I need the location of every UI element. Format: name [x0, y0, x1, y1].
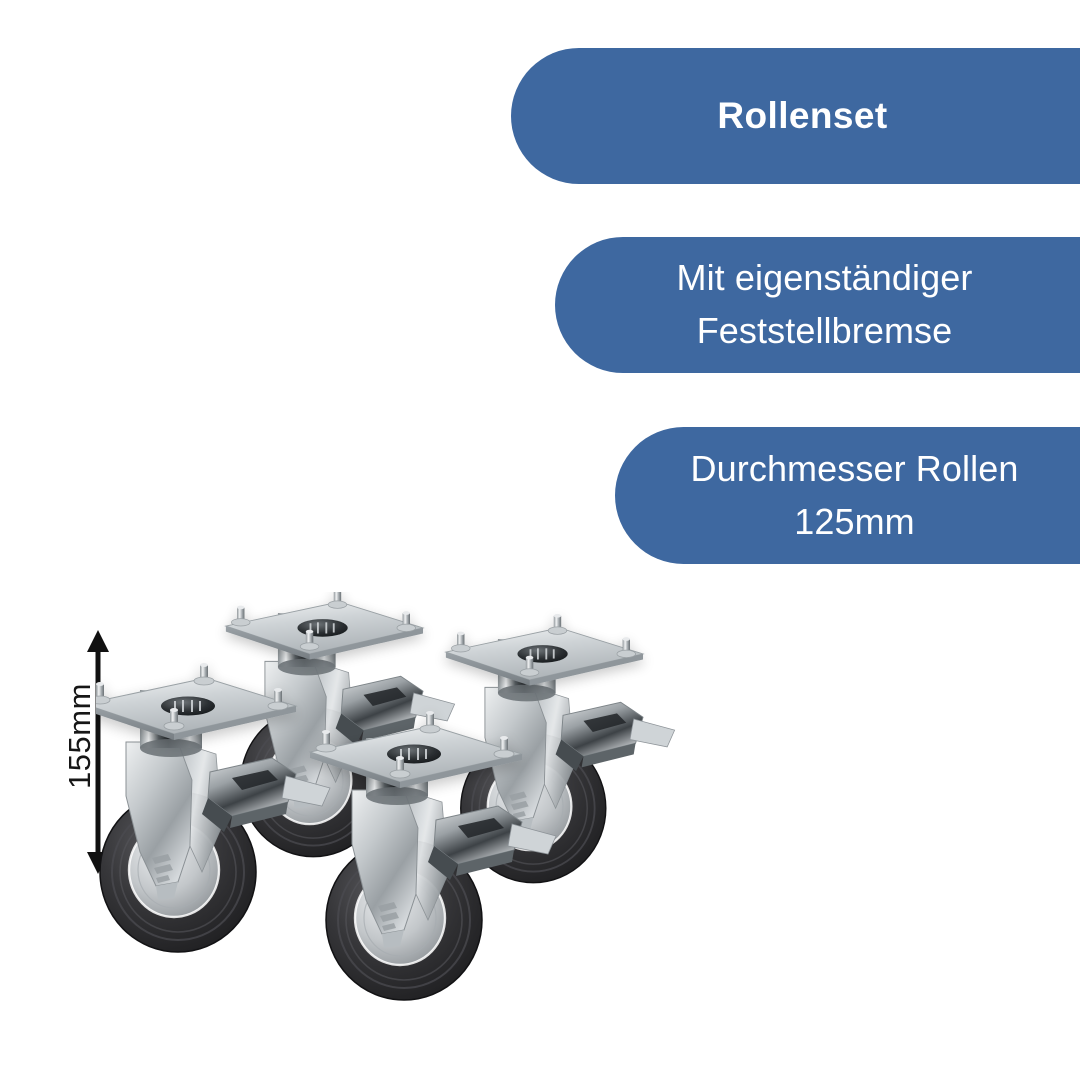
feature-badge-label: Durchmesser Rollen 125mm — [690, 447, 1019, 542]
feature-badge-feststellbremse: Mit eigenständiger Feststellbremse — [555, 237, 1080, 373]
feature-badge-durchmesser: Durchmesser Rollen 125mm — [615, 427, 1080, 564]
feature-badge-label: Rollenset — [717, 94, 888, 136]
feature-badge-label: Mit eigenständiger Feststellbremse — [676, 257, 973, 351]
feature-badge-rollenset: Rollenset — [511, 48, 1080, 184]
height-dimension-label: 155mm — [62, 683, 97, 789]
product-image-caster-set — [96, 592, 736, 1022]
